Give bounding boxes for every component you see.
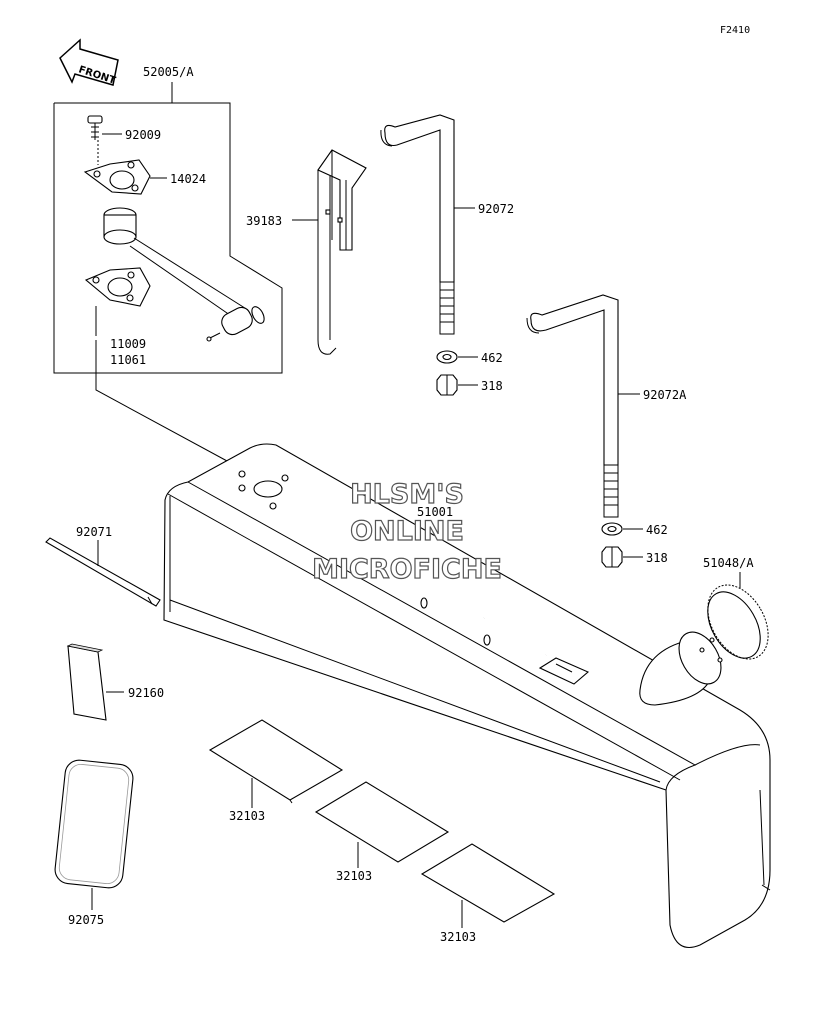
callout-32103-1: 32103 — [229, 809, 265, 823]
callout-39183: 39183 — [246, 214, 282, 228]
callout-318-top: 318 — [481, 379, 503, 393]
callout-92072A: 92072A — [643, 388, 687, 402]
callout-92160: 92160 — [128, 686, 164, 700]
figure-id: F2410 — [720, 25, 750, 36]
callout-462-top: 462 — [481, 351, 503, 365]
pad-32103-1 — [208, 719, 344, 804]
callout-32103-3: 32103 — [440, 930, 476, 944]
fuel-tank-51001 — [163, 443, 771, 949]
callout-32103-2: 32103 — [336, 869, 372, 883]
callout-51048A: 51048/A — [703, 556, 754, 570]
pad-32103-2 — [314, 781, 450, 863]
pad-92075 — [54, 759, 134, 889]
washer-462-bottom — [601, 522, 623, 536]
callout-92075: 92075 — [68, 913, 104, 927]
gasket-14024 — [83, 159, 151, 195]
callout-14024: 14024 — [170, 172, 206, 186]
watermark-line-2: ONLINE — [350, 516, 464, 547]
bolt-92009 — [87, 115, 103, 140]
callout-52005A: 52005/A — [143, 65, 194, 79]
gauge-plate — [84, 267, 151, 307]
pad-92160 — [66, 643, 107, 721]
nut-318-top — [436, 374, 458, 396]
sending-unit-assembly — [53, 82, 283, 374]
callout-11061: 11061 — [110, 353, 146, 367]
band-92072A — [526, 294, 619, 518]
band-92072 — [380, 114, 455, 335]
callout-11009: 11009 — [110, 337, 146, 351]
callout-92009: 92009 — [125, 128, 161, 142]
fuel-cap-51048A — [639, 572, 769, 706]
fuel-gauge-unit — [103, 207, 265, 342]
nut-318-bottom — [601, 546, 623, 568]
callout-51001: 51001 — [417, 505, 453, 519]
bracket-39183 — [317, 149, 367, 355]
strap-92071 — [45, 537, 161, 607]
callout-92071: 92071 — [76, 525, 112, 539]
front-arrow-icon: FRONT — [59, 38, 119, 87]
watermark-line-1: HLSM'S — [350, 479, 464, 510]
watermark-line-3: MICROFICHE — [312, 554, 502, 585]
callout-462-bottom: 462 — [646, 523, 668, 537]
callout-92072: 92072 — [478, 202, 514, 216]
pad-32103-3 — [420, 843, 556, 923]
callout-318-bottom: 318 — [646, 551, 668, 565]
washer-462-top — [436, 350, 458, 364]
